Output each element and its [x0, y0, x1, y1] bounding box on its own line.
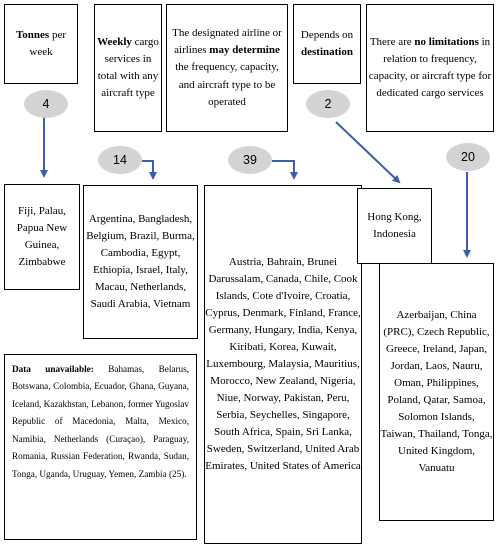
unavailable-list: Bahamas, Belarus, Botswana, Colombia, Ec… [12, 364, 189, 479]
header-tonnes-per-week: Tonnes per week [4, 4, 78, 84]
count-20: 20 [446, 143, 490, 171]
unavailable-text: Data unavailable: Bahamas, Belarus, Bots… [12, 361, 189, 483]
data-unavailable-box: Data unavailable: Bahamas, Belarus, Bots… [4, 354, 197, 540]
header-text: Tonnes per week [15, 28, 67, 58]
header-text: Depends on destination [300, 28, 354, 58]
group-4-countries: Fiji, Palau, Papua New Guinea, Zimbabwe [4, 184, 80, 290]
header-text: The designated airline or airlines may d… [172, 27, 282, 108]
header-depends-on-destination: Depends on destination [293, 4, 361, 84]
header-no-limitations: There are no limitations in relation to … [366, 4, 494, 132]
group-20-countries: Azerbaijan, China (PRC), Czech Republic,… [379, 263, 494, 521]
arrow-14 [142, 160, 157, 180]
count-2: 2 [306, 90, 350, 118]
header-weekly-cargo-services: Weekly cargo services in total with any … [94, 4, 162, 132]
group-39-countries: Austria, Bahrain, Brunei Darussalam, Can… [204, 185, 362, 544]
group-text: Argentina, Bangladesh, Belgium, Brazil, … [86, 212, 195, 311]
header-text: Weekly cargo services in total with any … [97, 35, 159, 100]
arrow-2 [335, 121, 401, 184]
group-text: Fiji, Palau, Papua New Guinea, Zimbabwe [16, 204, 68, 269]
arrow-39 [272, 160, 298, 180]
group-text: Austria, Bahrain, Brunei Darussalam, Can… [205, 255, 361, 473]
header-airline-may-determine: The designated airline or airlines may d… [166, 4, 288, 132]
group-text: Hong Kong, Indonesia [367, 210, 422, 240]
header-text: There are no limitations in relation to … [368, 35, 492, 100]
count-39: 39 [228, 146, 272, 174]
group-text: Azerbaijan, China (PRC), Czech Republic,… [380, 308, 493, 475]
count-14: 14 [98, 146, 142, 174]
group-2-countries: Hong Kong, Indonesia [357, 188, 432, 264]
unavailable-label: Data unavailable: [12, 364, 94, 374]
group-14-countries: Argentina, Bangladesh, Belgium, Brazil, … [83, 185, 198, 339]
count-4: 4 [24, 90, 68, 118]
